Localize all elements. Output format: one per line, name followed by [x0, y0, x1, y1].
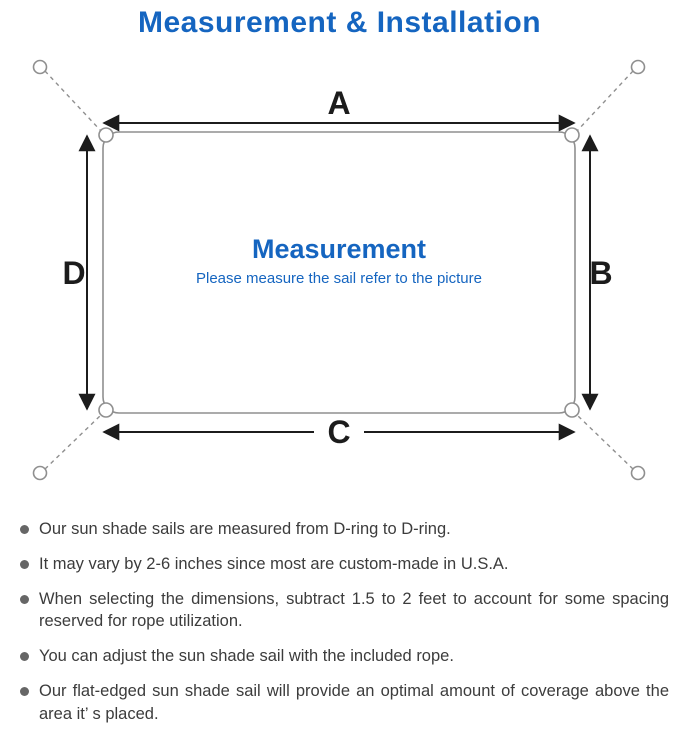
diagram-center-subtitle: Please measure the sail refer to the pic…: [196, 270, 482, 287]
dim-label-a: A: [327, 85, 350, 121]
tether-line-bottom-left: [44, 414, 102, 470]
tether-line-top-right: [576, 70, 634, 132]
dim-label-b: B: [589, 255, 612, 291]
tether-line-bottom-right: [576, 414, 634, 470]
tether-line-top-left: [44, 70, 102, 132]
sail-outline: [102, 131, 576, 414]
note-item: You can adjust the sun shade sail with t…: [20, 645, 669, 668]
note-text: You can adjust the sun shade sail with t…: [39, 647, 454, 666]
bullet-icon: [20, 594, 29, 604]
note-text: When selecting the dimensions, subtract …: [39, 589, 669, 631]
dim-label-d: D: [62, 255, 85, 291]
notes-list: Our sun shade sails are measured from D-…: [0, 518, 679, 725]
d-ring-top-right: [564, 127, 580, 143]
bullet-icon: [20, 652, 29, 662]
d-ring-top-left: [98, 127, 114, 143]
anchor-circle-top-right: [630, 59, 646, 75]
note-item: It may vary by 2-6 inches since most are…: [20, 553, 669, 576]
note-text: Our flat-edged sun shade sail will provi…: [39, 681, 669, 723]
page-title: Measurement & Installation: [137, 6, 542, 39]
anchor-circle-bottom-left: [32, 465, 48, 481]
anchor-circle-bottom-right: [630, 465, 646, 481]
dim-label-c: C: [327, 414, 350, 450]
note-item: When selecting the dimensions, subtract …: [20, 588, 669, 634]
note-item: Our sun shade sails are measured from D-…: [20, 518, 669, 541]
note-item: Our flat-edged sun shade sail will provi…: [20, 680, 669, 726]
note-text: It may vary by 2-6 inches since most are…: [39, 554, 509, 573]
bullet-icon: [20, 686, 29, 696]
anchor-circle-top-left: [32, 59, 48, 75]
measurement-diagram: A B C D Measurement Please measure the s…: [0, 42, 679, 504]
diagram-center-title: Measurement: [252, 234, 426, 264]
bullet-icon: [20, 559, 29, 569]
bullet-icon: [20, 525, 29, 534]
d-ring-bottom-right: [564, 402, 580, 418]
note-text: Our sun shade sails are measured from D-…: [39, 520, 451, 538]
sail-diagram-svg: A B C D Measurement Please measure the s…: [32, 59, 646, 481]
d-ring-bottom-left: [98, 402, 114, 418]
